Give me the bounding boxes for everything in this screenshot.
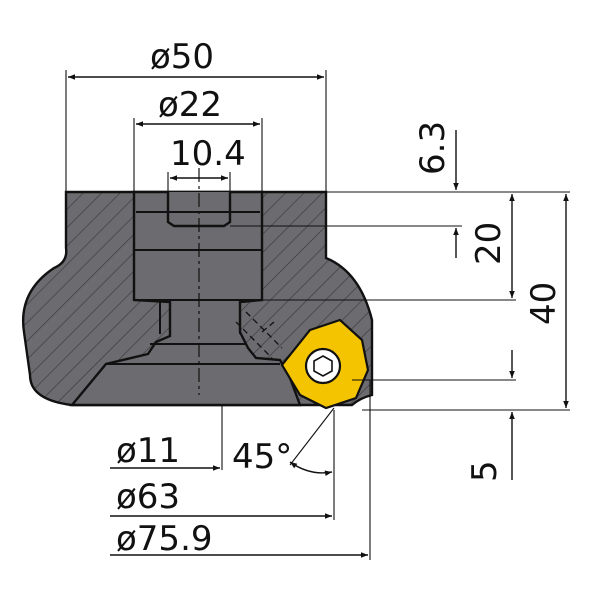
dim-angle45-label: 45° <box>232 437 292 477</box>
dim-d22: ø22 <box>133 85 263 192</box>
bore-step-lines <box>106 211 280 365</box>
insert-screw-hex <box>313 355 333 377</box>
central-bore <box>69 190 302 407</box>
dim-d50-label: ø50 <box>150 37 214 77</box>
dim-d22-label: ø22 <box>158 85 222 125</box>
dim-d75-9-label: ø75.9 <box>116 519 213 559</box>
dim-h5-label: 5 <box>465 460 505 482</box>
dim-w10-4: 10.4 <box>167 134 246 192</box>
dim-h40-label: 40 <box>524 282 564 325</box>
dim-d11: ø11 <box>110 405 223 471</box>
dim-h5: 5 <box>465 350 515 482</box>
dim-d75-9: ø75.9 <box>110 380 371 560</box>
dim-angle45: 45° <box>232 407 335 477</box>
dim-d63-label: ø63 <box>116 477 180 517</box>
dim-h20: 20 <box>469 194 515 298</box>
dim-h20-label: 20 <box>469 222 509 265</box>
dim-d50: ø50 <box>65 37 327 192</box>
dim-d63: ø63 <box>110 410 335 520</box>
dim-h6-3-label: 6.3 <box>413 121 453 175</box>
insert <box>280 318 370 410</box>
dim-h6-3: 6.3 <box>413 121 459 258</box>
dim-h40: 40 <box>524 194 569 408</box>
dim-w10-4-label: 10.4 <box>170 134 246 174</box>
screw-hidden-lines <box>235 311 283 359</box>
dim-d11-label: ø11 <box>116 431 180 471</box>
